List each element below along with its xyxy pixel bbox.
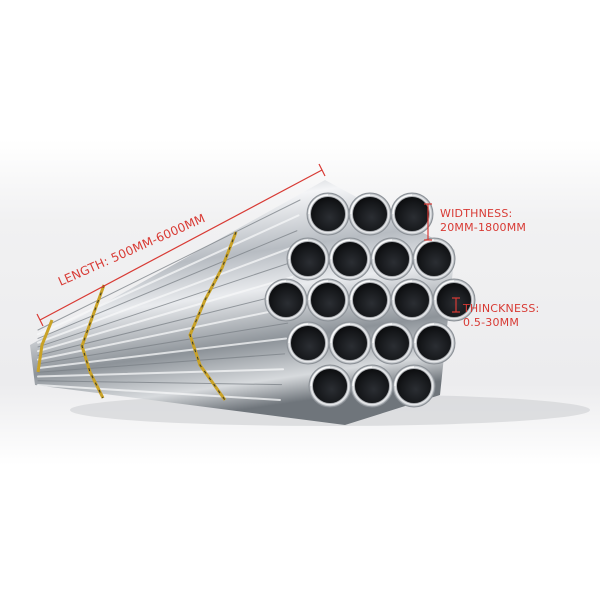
tube-line: [37, 245, 297, 344]
tube-line: [37, 230, 298, 339]
pipe-end: [328, 321, 372, 365]
pipe-end: [308, 364, 352, 408]
tube-line: [37, 261, 295, 348]
pipe-end: [264, 278, 308, 322]
pipe-end: [370, 237, 414, 281]
pipe-end: [286, 321, 330, 365]
pipe-end: [348, 278, 392, 322]
pipe-end: [392, 364, 436, 408]
tube-line: [37, 380, 283, 386]
tube-line: [37, 384, 281, 401]
pipe-end: [328, 237, 372, 281]
pipe-end: [432, 278, 476, 322]
pipe-ends: [264, 192, 476, 408]
tube-line: [37, 322, 289, 365]
strap: [36, 319, 54, 373]
pipe-end: [390, 278, 434, 322]
tube-line: [37, 291, 292, 356]
pipe-end: [306, 278, 350, 322]
thickness-range: 0.5-30MM: [463, 316, 520, 329]
binding-straps-dark: [81, 231, 237, 401]
tube-line: [37, 368, 285, 378]
pipe-end: [412, 237, 456, 281]
tube-line: [37, 199, 301, 331]
pipe-end: [370, 321, 414, 365]
tube-line: [37, 275, 294, 353]
tube-line: [37, 306, 291, 361]
pipe-end: [350, 364, 394, 408]
dimension-marks: [36, 163, 460, 327]
thickness-title: THINCKNESS:: [463, 302, 540, 315]
tube-lines: [37, 199, 301, 401]
width-title: WIDTHNESS:: [440, 207, 513, 220]
tube-line: [37, 337, 288, 370]
pipe-end: [412, 321, 456, 365]
pipe-end: [348, 192, 392, 236]
width-label: WIDTHNESS: 20MM-1800MM: [440, 207, 526, 235]
width-range: 20MM-1800MM: [440, 221, 527, 234]
thickness-label: THINCKNESS: 0.5-30MM: [463, 302, 539, 330]
pipe-end: [306, 192, 350, 236]
pipe-end: [390, 192, 434, 236]
tube-line: [37, 353, 286, 373]
pipe-end: [286, 237, 330, 281]
tube-line: [37, 214, 300, 336]
length-dimension-line: [39, 169, 323, 321]
